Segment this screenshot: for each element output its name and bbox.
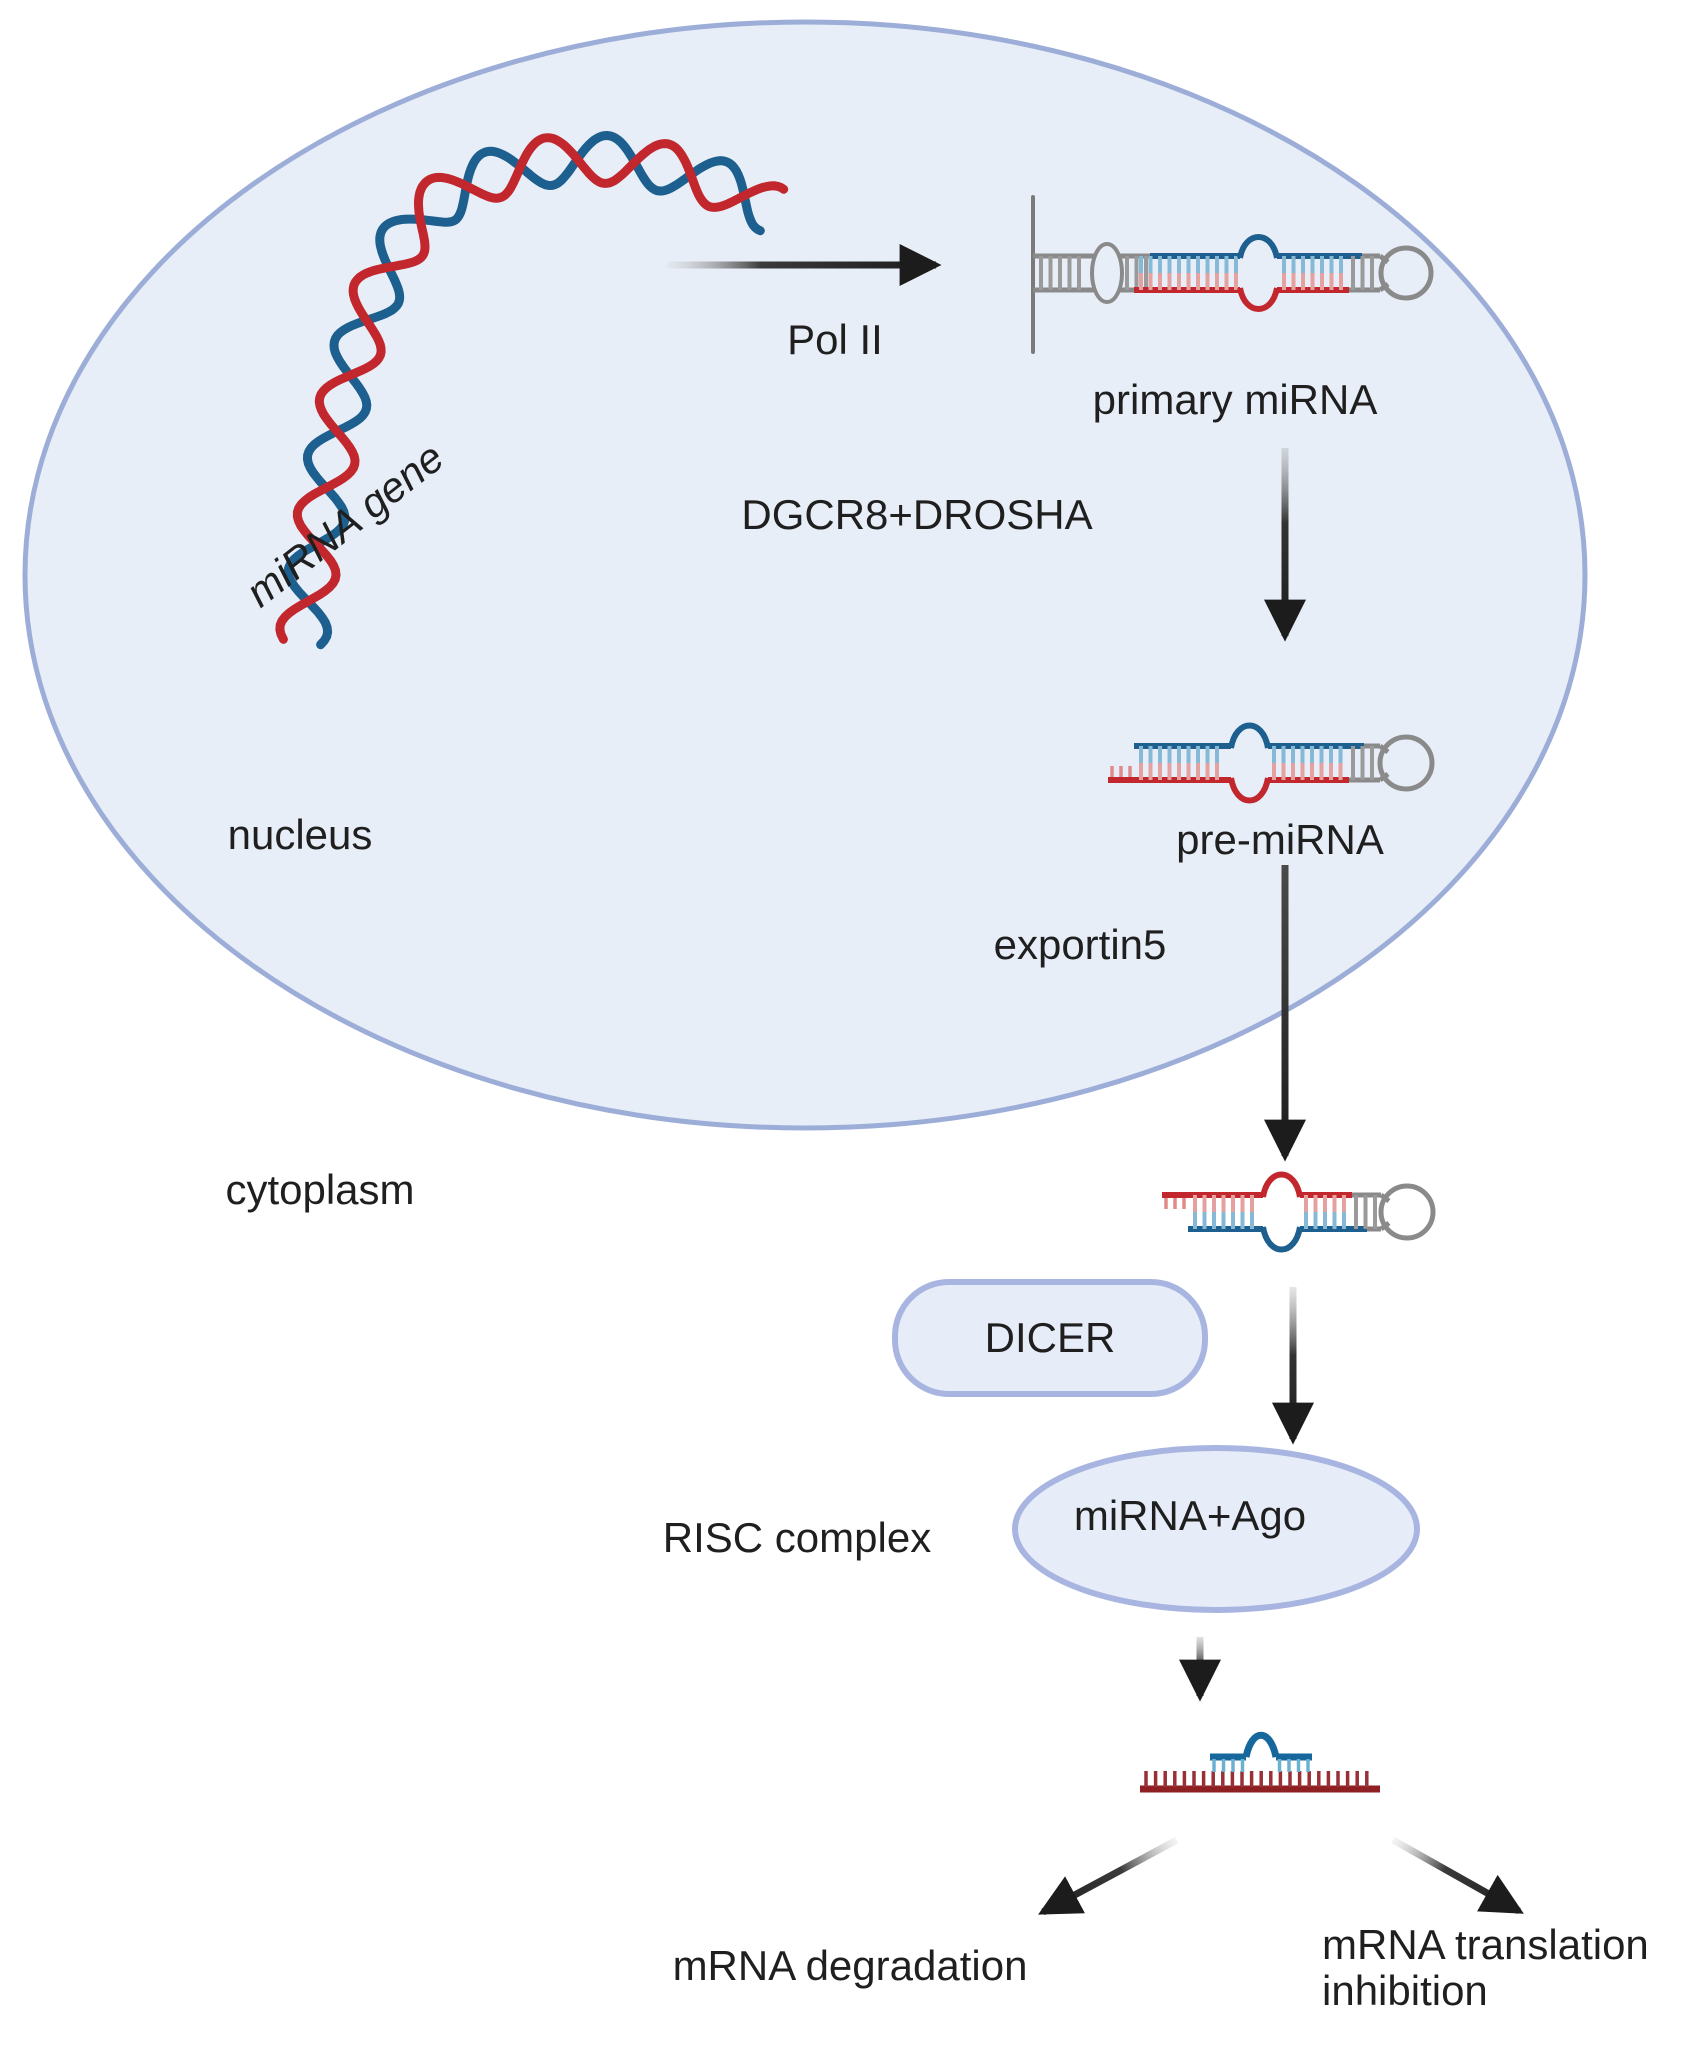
- primary-mirna-label: primary miRNA: [1092, 375, 1378, 423]
- pre-mirna-structure: [1108, 722, 1435, 804]
- mrna-degradation-label: mRNA degradation: [672, 1941, 1028, 1989]
- primary-mirna-structure: [1031, 195, 1434, 354]
- nucleus-label: nucleus: [227, 810, 373, 858]
- pre-mirna-label: pre-miRNA: [1176, 815, 1384, 863]
- mrna-translation-line2: inhibition: [1322, 1967, 1488, 2015]
- mrna-translation-line1: mRNA translation: [1322, 1921, 1649, 1968]
- dgcr8-drosha-label: DGCR8+DROSHA: [741, 490, 1093, 538]
- dicer-pill: [892, 1279, 1208, 1397]
- pol-ii-label: Pol II: [787, 315, 883, 363]
- nucleus-ellipse: [22, 19, 1588, 1131]
- cytoplasm-label: cytoplasm: [225, 1165, 415, 1213]
- exportin5-label: exportin5: [993, 920, 1167, 968]
- mrna-translation-inhibition-label: mRNA translation inhibition: [1322, 1921, 1649, 2015]
- cytoplasm-pre-mirna-structure: [1162, 1171, 1436, 1253]
- mirna-mrna-duplex: [1140, 1732, 1380, 1793]
- mirna-gene-helix: [275, 130, 789, 650]
- risc-complex-label: RISC complex: [662, 1513, 932, 1561]
- mrna-degradation-arrow: [1038, 1836, 1179, 1916]
- risc-complex-ellipse: [1012, 1445, 1420, 1613]
- mrna-translation-arrow: [1391, 1836, 1524, 1915]
- mirna-ago-label: miRNA+Ago: [1073, 1491, 1307, 1539]
- dicer-label: DICER: [984, 1313, 1116, 1361]
